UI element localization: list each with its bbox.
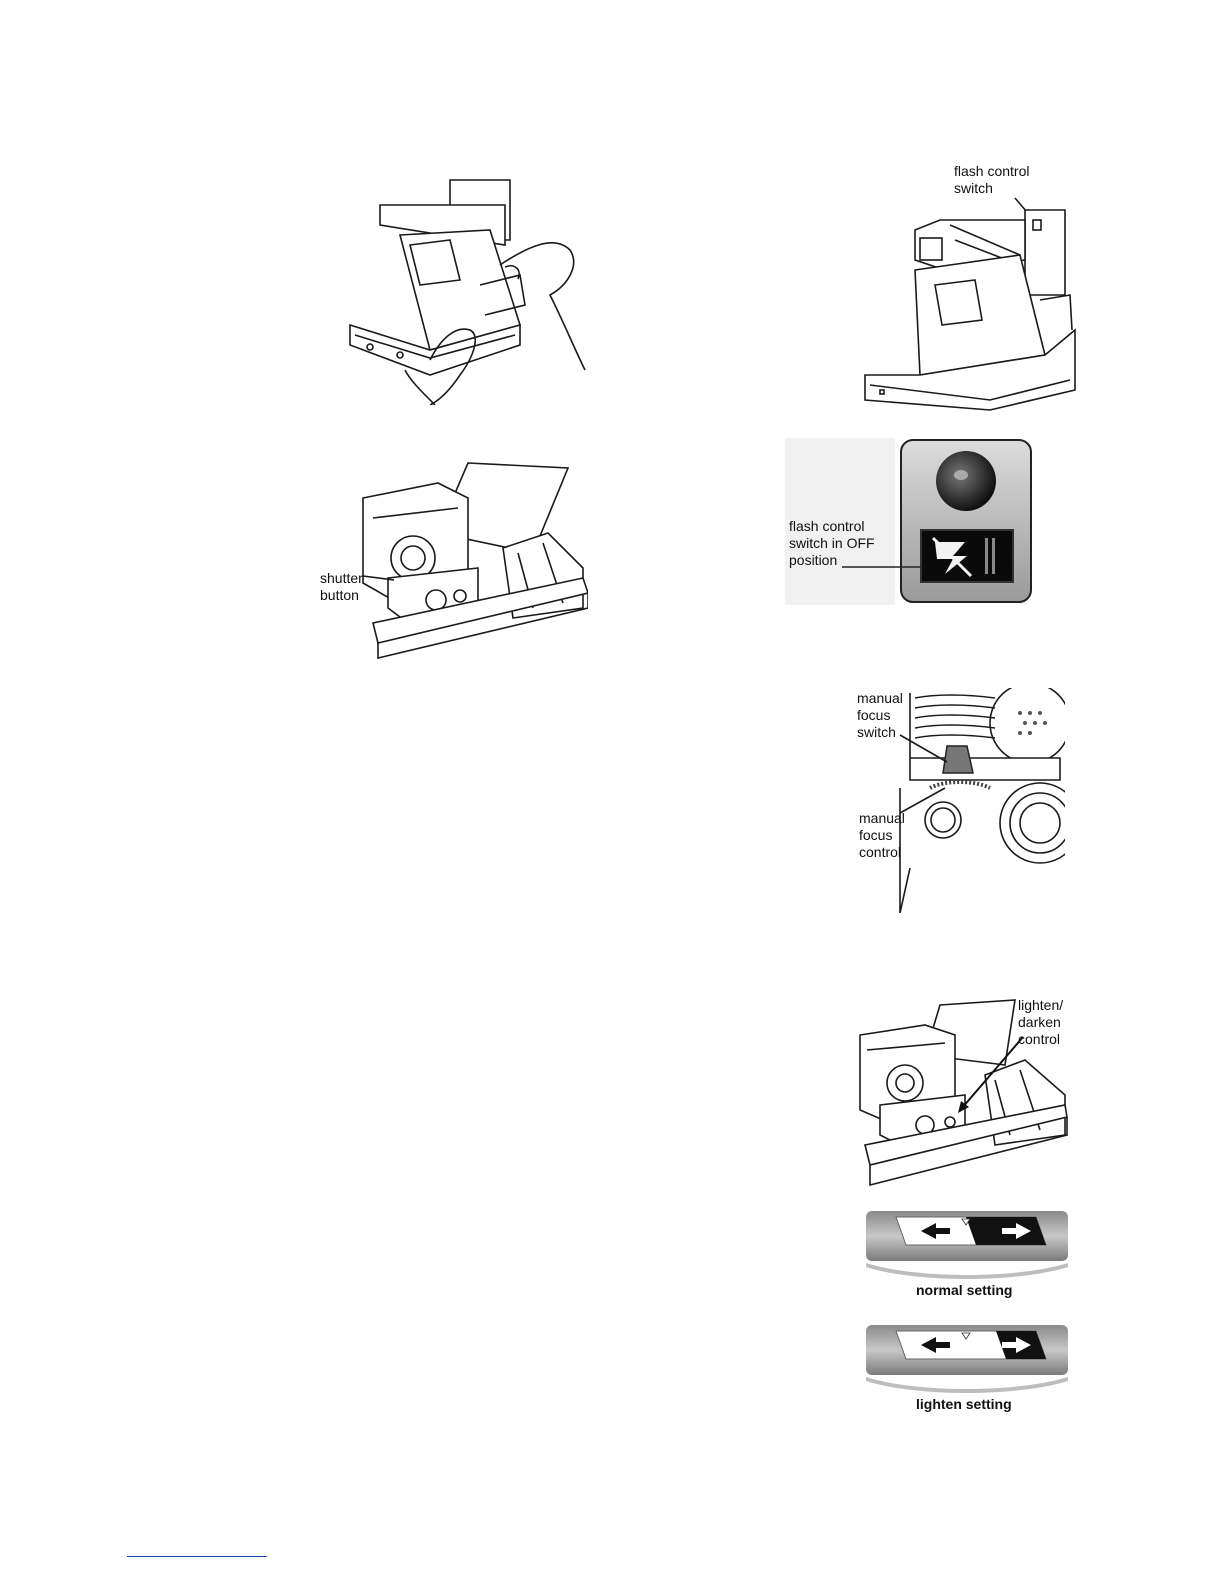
shutter-button-label: shutter button xyxy=(320,570,363,604)
shutter-illustration: shutter button xyxy=(318,458,588,668)
manual-focus-control-label: manual focus control xyxy=(859,810,905,861)
dial-normal xyxy=(866,1207,1068,1282)
flash-control-switch-label: flash control switch xyxy=(954,163,1029,197)
normal-setting-caption: normal setting xyxy=(916,1282,1012,1298)
flash-switch-off-label: flash control switch in OFF position xyxy=(789,518,875,569)
lighten-darken-illustration: lighten/ darken control xyxy=(855,995,1070,1190)
dial-lighten xyxy=(866,1321,1068,1396)
camera-open-icon xyxy=(350,180,525,375)
manual-focus-illustration: manual focus switch manual focus control xyxy=(855,688,1065,913)
flash-camera-illustration: flash control switch xyxy=(860,160,1080,425)
lighten-darken-control-label: lighten/ darken control xyxy=(1018,997,1063,1048)
flash-knob-icon xyxy=(936,451,996,511)
flash-switch-off-illustration: flash control switch in OFF position xyxy=(785,438,1035,605)
lighten-setting-caption: lighten setting xyxy=(916,1396,1012,1412)
manual-focus-switch-label: manual focus switch xyxy=(857,690,903,741)
footnote-rule xyxy=(127,1556,267,1557)
film-insert-illustration xyxy=(340,175,590,405)
